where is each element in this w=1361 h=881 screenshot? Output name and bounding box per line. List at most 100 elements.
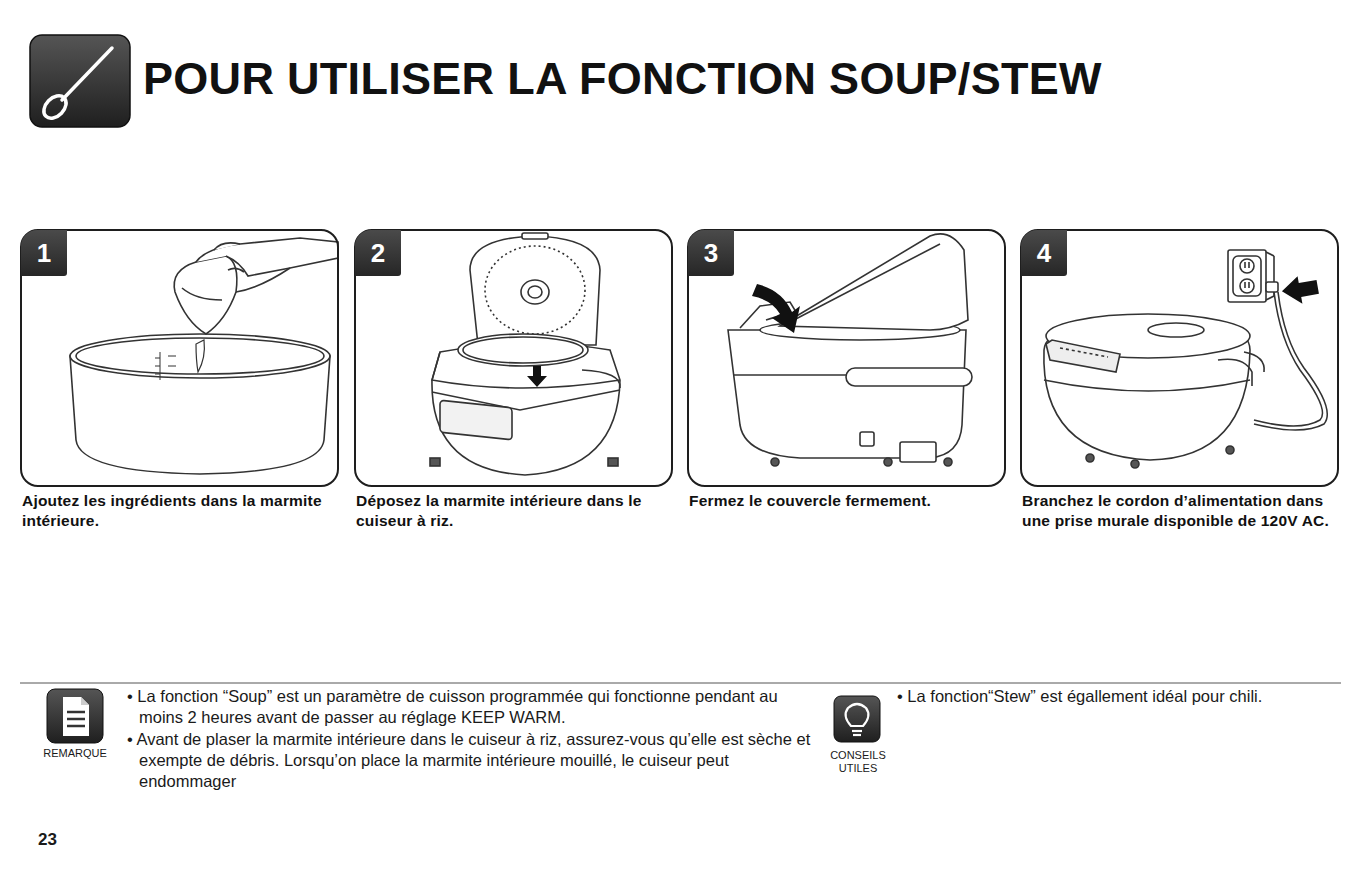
step-caption: Branchez le cordon d’alimentation dans u… xyxy=(1022,491,1347,531)
cooker-open-part xyxy=(470,236,600,345)
step-number-badge: 1 xyxy=(21,230,67,276)
cooker-closed-part xyxy=(1046,340,1120,372)
tip-icon-part xyxy=(852,730,862,732)
step-number-badge: 4 xyxy=(1021,230,1067,276)
tip-icon-part xyxy=(834,696,880,742)
page-number: 23 xyxy=(38,830,78,850)
wall-outlet-part xyxy=(1240,279,1254,293)
step-panel: Ajoutez les ingrédients dans la marmite … xyxy=(20,229,339,533)
cooker-closed-part xyxy=(1060,348,1108,357)
hand-with-cup-part xyxy=(182,288,222,300)
cooker-open-part xyxy=(522,233,548,239)
note-icon xyxy=(47,689,103,743)
step-panel: Fermez le couvercle fermement.3 xyxy=(687,229,1006,513)
spoon-icon-part xyxy=(62,48,112,100)
hand-with-cup-part xyxy=(214,243,240,250)
cooker-closing xyxy=(728,234,972,466)
hand-with-cup xyxy=(174,238,338,334)
hand-with-cup-part xyxy=(196,238,338,276)
pot-drawing-part xyxy=(76,338,324,374)
tip-icon-part xyxy=(846,704,869,726)
wall-outlet-part xyxy=(1240,259,1254,273)
pot-drawing-part xyxy=(168,356,176,357)
page-title: POUR UTILISER LA FONCTION SOUP/STEW xyxy=(143,53,1102,105)
step-number: 4 xyxy=(1037,238,1051,269)
cooker-open xyxy=(430,233,620,475)
cooker-closed-part xyxy=(1044,380,1250,391)
pot-drawing-part xyxy=(70,334,330,378)
cooker-closing-part xyxy=(944,458,952,466)
step-number: 2 xyxy=(371,238,385,269)
step-number: 3 xyxy=(704,238,718,269)
cooker-closing-part xyxy=(900,442,936,462)
cooker-open-part xyxy=(485,246,585,334)
wall-outlet-part xyxy=(1244,262,1246,268)
down-arrow-part xyxy=(527,366,547,387)
wall-outlet-part xyxy=(1233,256,1261,296)
step-number-badge: 2 xyxy=(355,230,401,276)
wall-outlet-part xyxy=(1248,262,1250,268)
step-number-badge: 3 xyxy=(688,230,734,276)
tip-icon-part xyxy=(853,734,861,736)
note-icon-part xyxy=(67,725,85,728)
note-text: • La fonction “Soup” est un paramètre de… xyxy=(127,686,819,728)
note-icon-part xyxy=(67,711,85,714)
spoon-icon xyxy=(30,35,130,127)
divider-line xyxy=(20,683,1341,684)
cooker-open-part xyxy=(521,280,549,304)
icon-caption: REMARQUE xyxy=(30,747,120,760)
cooker-closed-part xyxy=(1226,446,1234,454)
cooker-closing-part xyxy=(884,458,892,466)
step-caption: Déposez la marmite intérieure dans le cu… xyxy=(356,491,681,531)
wall-outlet xyxy=(1228,250,1274,302)
tip-icon xyxy=(834,696,880,742)
note-text: • Avant de plaser la marmite intérieure … xyxy=(127,729,819,792)
cooker-open-part xyxy=(608,458,618,466)
icon-caption: CONSEILS UTILES xyxy=(822,749,894,775)
panel-frame xyxy=(354,229,673,487)
step-panel: Branchez le cordon d’alimentation dans u… xyxy=(1020,229,1339,533)
down-arrow xyxy=(527,366,547,387)
step-panel: Déposez la marmite intérieure dans le cu… xyxy=(354,229,673,533)
tip-text: • La fonction“Stew” est égallement idéal… xyxy=(897,686,1349,707)
step-caption: Ajoutez les ingrédients dans la marmite … xyxy=(22,491,347,531)
step-caption: Fermez le couvercle fermement. xyxy=(689,491,1014,511)
pot-drawing xyxy=(70,334,330,474)
spoon-icon-part xyxy=(30,35,130,127)
wall-outlet-part xyxy=(1248,282,1250,288)
pot-drawing-part xyxy=(155,374,160,375)
spoon-icon-part xyxy=(39,91,70,122)
cooker-open-part xyxy=(440,400,512,440)
pot-drawing-part xyxy=(155,366,160,367)
cooker-closed xyxy=(1044,314,1264,468)
note-icon-part xyxy=(47,689,103,743)
cooker-closing-part xyxy=(728,330,966,458)
cooker-open-part xyxy=(463,337,583,363)
cooker-closing-part xyxy=(790,244,940,322)
cooker-open-part xyxy=(582,370,620,388)
pot-drawing-part xyxy=(168,366,176,367)
push-arrow xyxy=(1280,273,1320,307)
note-icon-part xyxy=(67,718,85,721)
note-icon-part xyxy=(81,697,89,705)
hand-with-cup-part xyxy=(174,256,237,334)
cooker-closed-part xyxy=(1086,454,1094,462)
panel-frame xyxy=(1020,229,1339,487)
panel-frame xyxy=(687,229,1006,487)
cooker-open-part xyxy=(458,334,588,366)
panel-frame xyxy=(20,229,339,487)
cooker-closing-part xyxy=(846,368,972,386)
wall-outlet-part xyxy=(1228,250,1266,302)
note-icon-part xyxy=(63,697,89,736)
pot-drawing-part xyxy=(196,340,204,372)
wall-outlet-part xyxy=(1266,252,1274,256)
hand-with-cup-part xyxy=(228,268,244,272)
pot-drawing-part xyxy=(155,358,160,359)
cooker-closing-part xyxy=(860,432,874,446)
wall-outlet-part xyxy=(1266,296,1274,300)
power-cord-part xyxy=(1254,292,1327,430)
cooker-closed-part xyxy=(1244,352,1264,372)
power-cord-part xyxy=(1254,292,1323,426)
